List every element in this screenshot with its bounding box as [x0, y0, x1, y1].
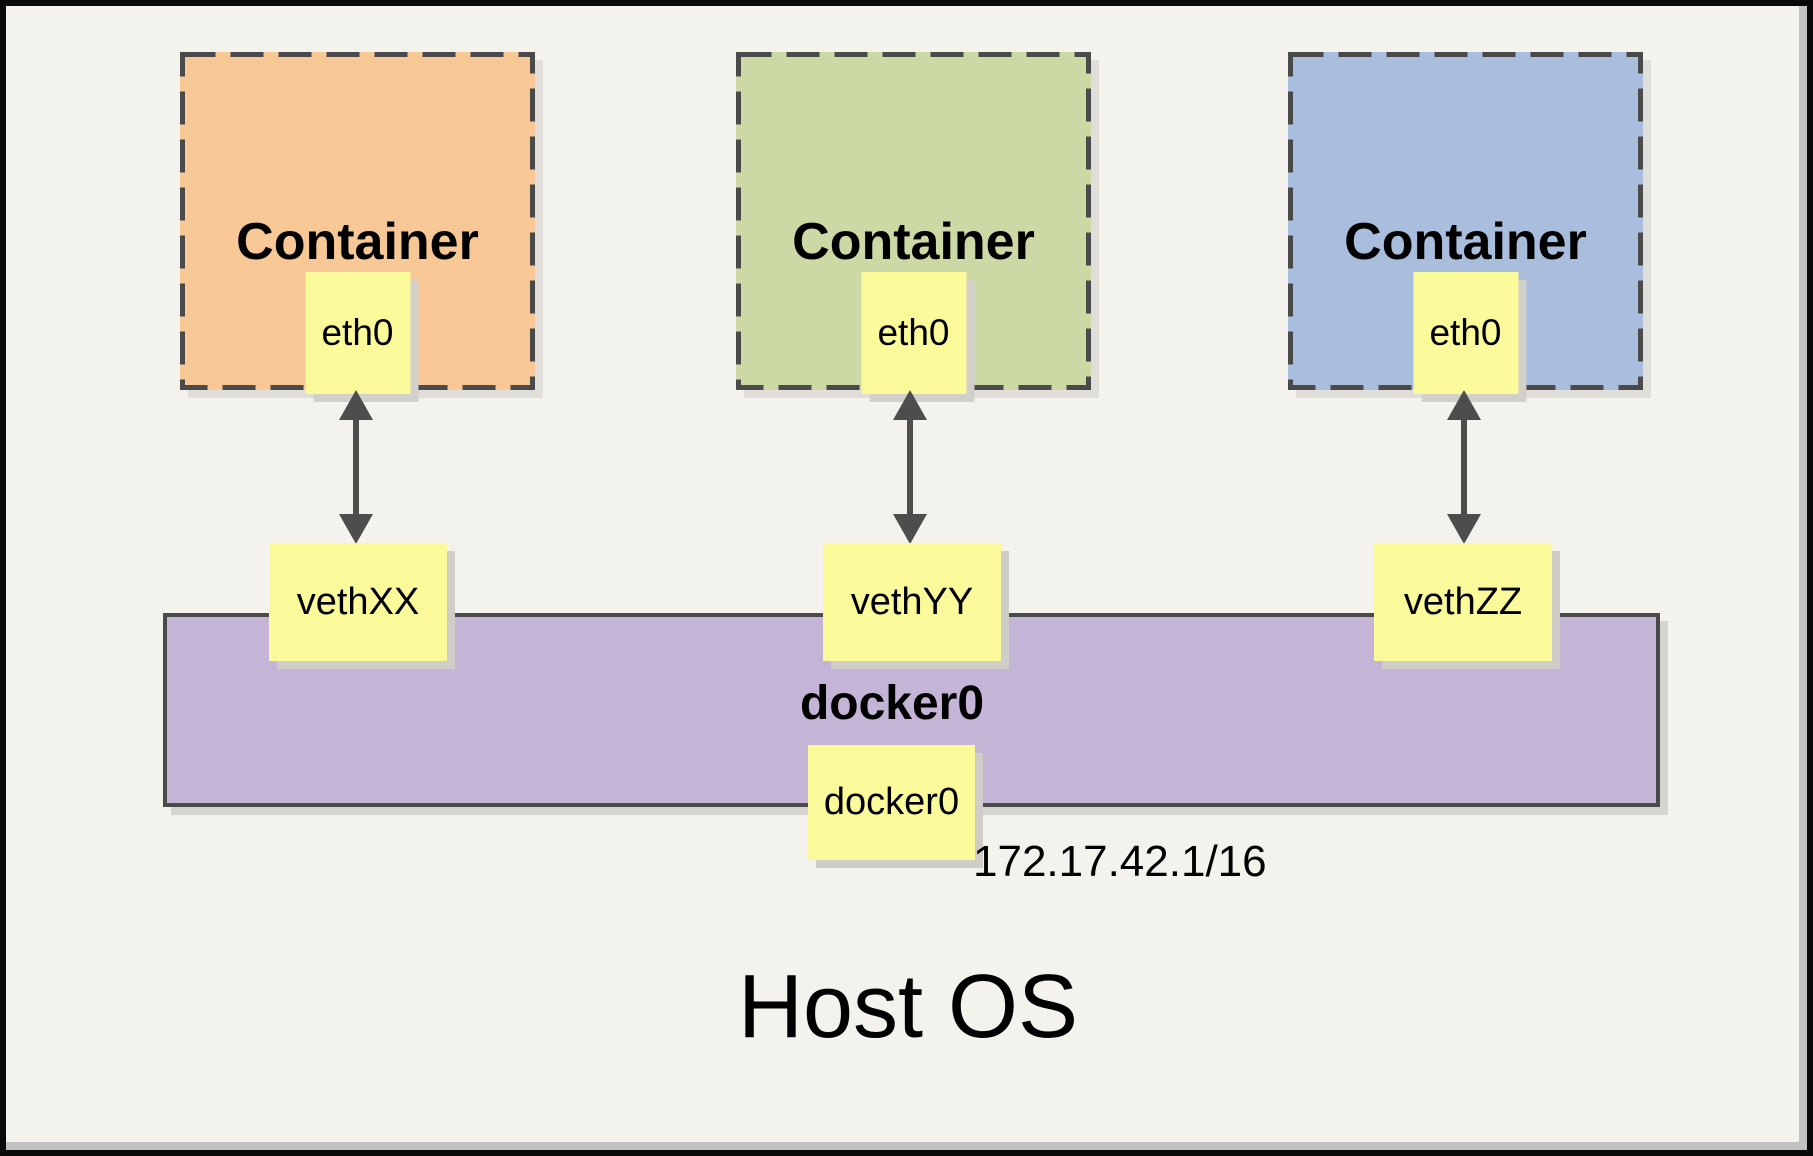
container-box-2: Container eth0	[736, 52, 1091, 394]
bridge-title: docker0	[799, 677, 985, 730]
veth-label: vethYY	[850, 580, 974, 623]
double-arrow-icon	[893, 390, 927, 544]
host-os-label: Host OS	[737, 957, 1079, 1057]
docker0-label: docker0	[823, 781, 960, 823]
bridge-ip-address: 172.17.42.1/16	[973, 837, 1267, 886]
dashed-border	[1288, 52, 1643, 390]
eth0-interface-box: eth0	[1413, 272, 1518, 394]
double-arrow-icon	[339, 390, 373, 544]
eth0-interface-box: eth0	[861, 272, 966, 394]
veth-label: vethXX	[296, 580, 420, 623]
veth-label: vethZZ	[1403, 580, 1523, 623]
docker0-interface-box: docker0	[808, 745, 975, 860]
dashed-border	[736, 52, 1091, 390]
container-box-1: Container eth0	[180, 52, 535, 394]
container-label: Container	[236, 213, 479, 271]
container-label: Container	[1344, 213, 1587, 271]
dashed-border	[180, 52, 535, 390]
container-box-3: Container eth0	[1288, 52, 1643, 394]
veth-box: vethYY	[823, 543, 1001, 661]
eth0-label: eth0	[877, 312, 950, 353]
veth-box: vethZZ	[1374, 543, 1552, 661]
container-label: Container	[792, 213, 1035, 271]
eth0-interface-box: eth0	[305, 272, 410, 394]
veth-box: vethXX	[269, 543, 447, 661]
eth0-label: eth0	[321, 312, 394, 353]
double-arrow-icon	[1447, 390, 1481, 544]
eth0-label: eth0	[1429, 312, 1502, 353]
